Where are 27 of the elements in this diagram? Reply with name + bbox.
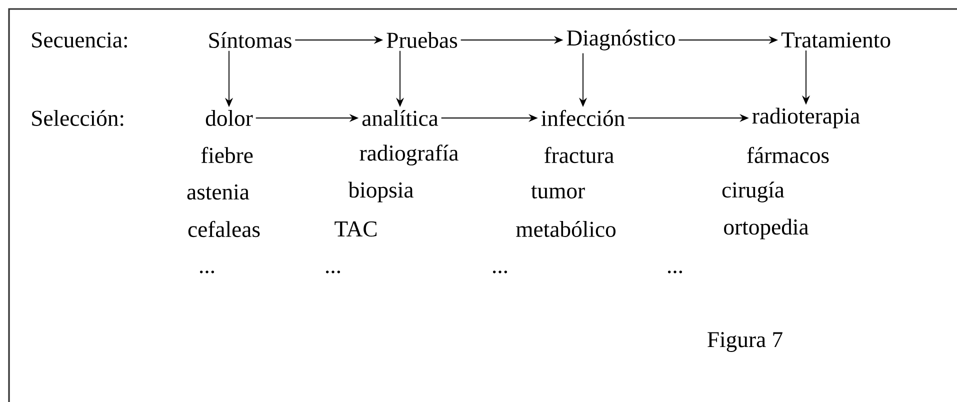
- label-text: TAC: [334, 221, 376, 237]
- label-text: cefaleas: [188, 220, 260, 238]
- label-text: ...: [493, 270, 508, 274]
- step-text: dolor: [206, 110, 253, 126]
- label-text: cirugía: [722, 182, 784, 202]
- label-text: ...: [668, 270, 682, 274]
- step-text: Pruebas: [386, 32, 458, 48]
- label-text: biopsia: [348, 182, 414, 202]
- figure-caption: Figura 7: [708, 332, 782, 352]
- label-text: fractura: [544, 146, 614, 164]
- step-text: infección: [541, 110, 625, 126]
- step-text: analítica: [362, 110, 438, 126]
- step-text: Tratamiento: [781, 32, 890, 48]
- label-text: tumor: [531, 186, 585, 198]
- label-text: ortopedia: [724, 218, 808, 240]
- label-text: radiografía: [360, 144, 458, 166]
- step-text: Diagnóstico: [566, 30, 675, 50]
- label-text: Selección:: [32, 110, 124, 126]
- step-text: Síntomas: [209, 32, 292, 48]
- label-text: fármacos: [747, 146, 829, 164]
- label-text: ...: [326, 270, 340, 274]
- label-text: astenia: [187, 184, 250, 200]
- label-text: Secuencia:: [32, 32, 127, 48]
- label-text: ...: [200, 270, 214, 274]
- step-text: radioterapia: [752, 108, 860, 128]
- label-text: fiebre: [201, 146, 253, 164]
- label-text: metabólico: [516, 221, 616, 237]
